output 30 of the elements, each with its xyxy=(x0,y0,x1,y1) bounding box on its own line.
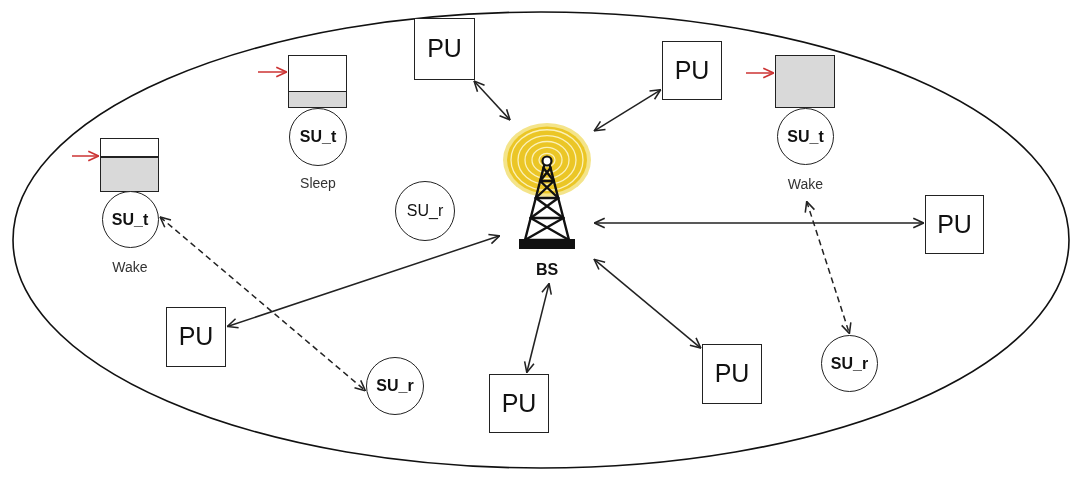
node-circle: SU_r xyxy=(821,335,878,392)
buffer-box xyxy=(100,138,159,192)
node-box: PU xyxy=(662,41,722,100)
dashed-double-headed-arrow xyxy=(159,216,367,392)
node-circle: SU_r xyxy=(366,357,424,415)
double-headed-arrow xyxy=(523,282,553,374)
node-box: PU xyxy=(414,18,475,80)
double-headed-arrow xyxy=(593,89,662,132)
node-caption: Wake xyxy=(112,259,148,275)
node-caption: BS xyxy=(535,262,559,278)
arrow xyxy=(257,66,288,78)
node-box: PU xyxy=(925,195,984,254)
node-caption: Wake xyxy=(787,176,824,192)
node-caption: Sleep xyxy=(300,175,336,191)
double-headed-arrow xyxy=(226,233,501,329)
buffer-box xyxy=(775,55,835,108)
buffer-box xyxy=(288,55,347,108)
node-circle: SU_t xyxy=(289,108,347,166)
double-headed-arrow xyxy=(593,217,925,229)
arrow xyxy=(71,150,100,162)
node-box: PU xyxy=(166,307,226,367)
arrow xyxy=(745,67,775,79)
double-headed-arrow xyxy=(593,258,702,349)
node-box: PU xyxy=(489,374,549,433)
double-headed-arrow xyxy=(473,80,511,121)
node-circle: SU_r xyxy=(395,181,455,241)
node-circle: SU_t xyxy=(777,108,834,165)
dashed-double-headed-arrow xyxy=(804,200,852,335)
node-circle: SU_t xyxy=(101,191,159,248)
node-box: PU xyxy=(702,344,762,404)
